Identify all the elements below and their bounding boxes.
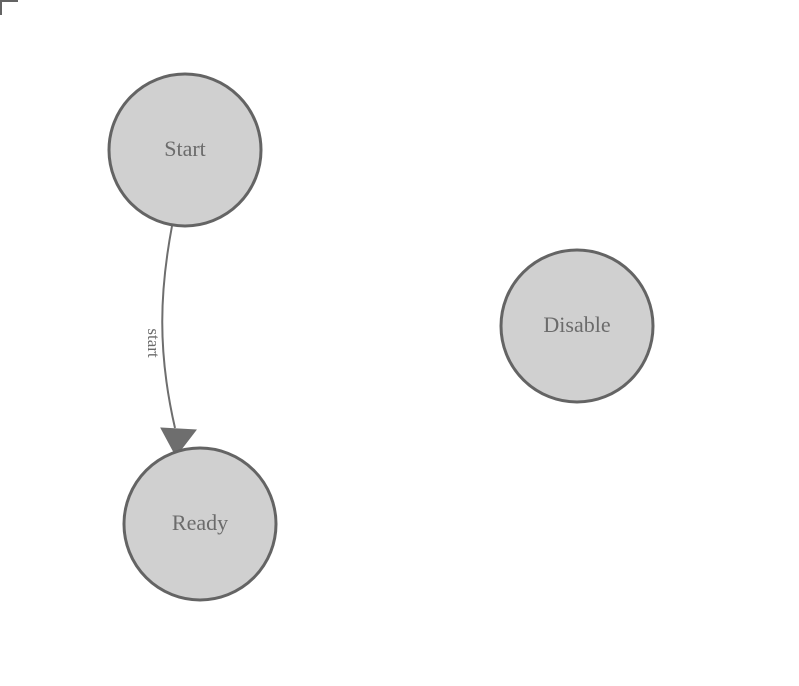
node-ready[interactable]: Ready [122, 446, 278, 602]
node-start-circle [107, 72, 263, 228]
edge-start-to-ready[interactable]: start [144, 225, 197, 457]
edge-start-to-ready-path [161, 225, 176, 429]
node-start[interactable]: Start [107, 72, 263, 228]
edge-start-to-ready-arrowhead-icon [160, 427, 197, 457]
node-disable[interactable]: Disable [499, 248, 655, 404]
node-ready-label: Ready [172, 510, 228, 535]
node-disable-circle [499, 248, 655, 404]
node-start-label: Start [164, 136, 206, 161]
node-disable-label: Disable [543, 312, 610, 337]
edge-start-to-ready-label: start [144, 328, 163, 358]
node-ready-circle [122, 446, 278, 602]
top-left-corner-bracket-icon [0, 0, 18, 15]
